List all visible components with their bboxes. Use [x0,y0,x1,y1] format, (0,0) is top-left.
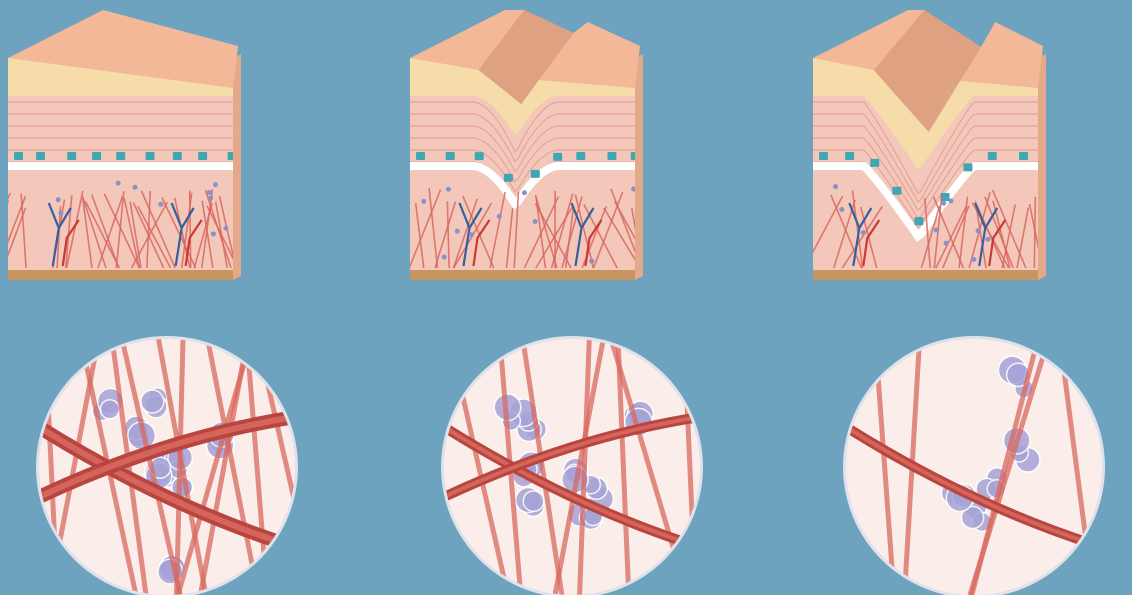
dermal-cell [158,202,163,207]
basal-cell [845,152,854,160]
dermal-cell [223,226,228,231]
dermal-cell [833,184,838,189]
subcutis-layer [410,270,635,280]
dermal-cell [861,230,866,235]
dermal-cell [207,190,212,195]
dermal-cell [985,237,990,242]
front-face [0,56,238,280]
dermal-cell [839,207,844,212]
basal-cell [576,152,585,160]
zoom-circle-3 [843,336,1105,595]
collagen-fiber [0,200,8,268]
hyaluronic-cluster [100,400,119,419]
basal-cell [870,159,879,167]
subcutis-layer [8,270,233,280]
basal-cell [198,152,207,160]
dermal-cell [497,214,502,219]
basal-cell [173,152,182,160]
dermal-cell [455,229,460,234]
dermal-cell [213,182,218,187]
basal-cell [116,152,125,160]
basal-cell [36,152,45,160]
subcutis-layer [813,270,1038,280]
hyaluronic-cluster [141,390,164,413]
basal-cell [914,217,923,225]
dermal-cell [442,255,447,260]
basal-cell [607,152,616,160]
dermal-cell [421,199,426,204]
dermal-cell [208,196,213,201]
dermal-cell [971,257,976,262]
basal-cell [1019,152,1028,160]
dermal-cell [934,228,939,233]
basal-cell [14,152,23,160]
basal-cell [446,152,455,160]
basal-cell [531,170,540,178]
dermal-cell [589,258,594,263]
dermal-cell [533,219,538,224]
zoom-circle-2 [441,336,703,595]
dermal-cell [58,210,63,215]
collagen-fiber [190,190,191,268]
side-face [1038,54,1046,280]
dermal-cell [522,190,527,195]
basal-cell [67,152,76,160]
dermal-cell [211,231,216,236]
dermal-cell [976,228,981,233]
basal-cell [963,163,972,171]
basal-cell [892,187,901,195]
skin-block-2 [409,10,651,280]
dermal-cell [948,198,953,203]
basal-cell [553,153,562,161]
dermal-cell [941,201,946,206]
side-face [635,54,643,280]
hyaluronic-cluster [523,491,544,512]
basal-cell [504,174,513,182]
side-face [233,54,241,280]
dermal-cell [469,232,474,237]
basal-cell [92,152,101,160]
skin-block-3 [804,10,1046,280]
dermal-cell [116,181,121,186]
dermal-cell [944,241,949,246]
basal-cell [819,152,828,160]
zoom-circle-1 [36,336,316,595]
basal-cell [475,152,484,160]
dermal-cell [56,197,61,202]
basal-cell [416,152,425,160]
dermal-cell [132,185,137,190]
basal-cell [988,152,997,160]
dermal-cell [446,187,451,192]
basal-cell [145,152,154,160]
collagen-fiber [1034,197,1035,268]
skin-block-1 [0,10,241,280]
